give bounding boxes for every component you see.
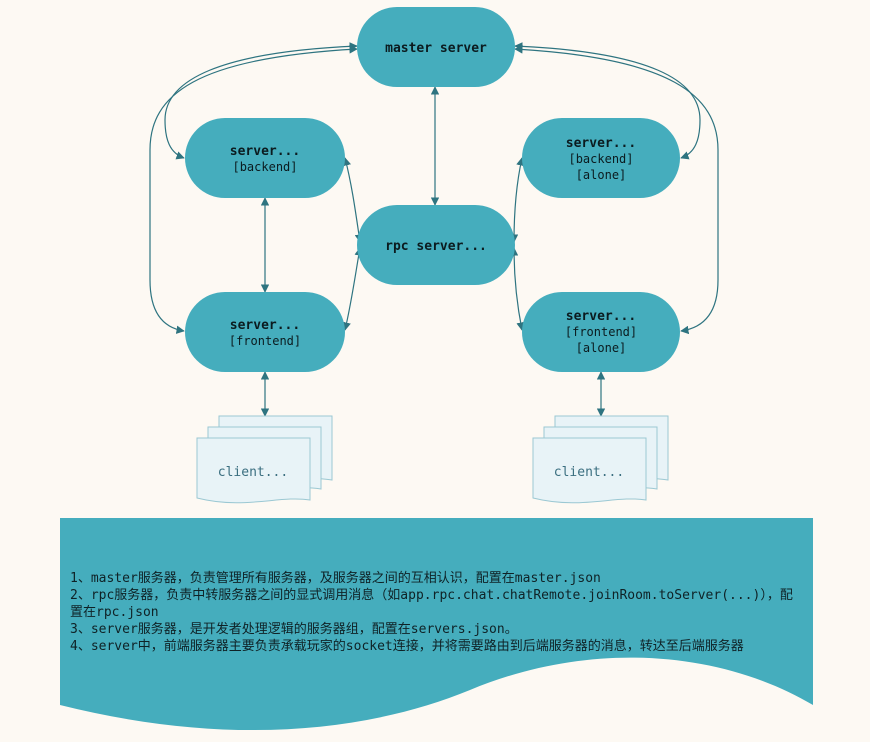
client-left-label: client... xyxy=(218,465,288,480)
frontend-right-mode: [alone] xyxy=(576,341,627,355)
node-frontend-server-left: server... [frontend] xyxy=(185,292,345,372)
backend-left-title: server... xyxy=(230,144,300,159)
node-master-server: master server xyxy=(357,7,515,87)
rpc-server-label: rpc server... xyxy=(385,239,487,254)
backend-right-role: [backend] xyxy=(568,152,633,166)
edge-master-frontend-left xyxy=(149,45,358,334)
note-server: 3、server服务器，是开发者处理逻辑的服务器组，配置在servers.jso… xyxy=(70,622,518,637)
frontend-right-role: [frontend] xyxy=(565,325,637,339)
backend-right-title: server... xyxy=(566,136,636,151)
note-master: 1、master服务器，负责管理所有服务器，及服务器之间的互相认识，配置在mas… xyxy=(70,571,601,586)
node-frontend-server-right: server... [frontend] [alone] xyxy=(522,292,680,372)
node-backend-server-right: server... [backend] [alone] xyxy=(522,118,680,198)
edge-rpc-backend-right xyxy=(509,157,525,243)
note-frontend: 4、server中，前端服务器主要负责承载玩家的socket连接，并将需要路由到… xyxy=(70,639,744,654)
backend-left-role: [backend] xyxy=(232,160,297,174)
client-right-label: client... xyxy=(554,465,624,480)
edge-rpc-frontend-right xyxy=(509,247,525,331)
node-rpc-server: rpc server... xyxy=(357,205,515,285)
node-backend-server-left: server... [backend] xyxy=(185,118,345,198)
notes-banner xyxy=(60,518,813,731)
client-stack-right: client... xyxy=(532,415,669,504)
frontend-right-title: server... xyxy=(566,309,636,324)
note-rpc: 2、rpc服务器，负责中转服务器之间的显式调用消息（如app.rpc.chat.… xyxy=(70,588,793,620)
client-stack-left: client... xyxy=(196,415,333,504)
frontend-left-title: server... xyxy=(230,318,300,333)
edge-rpc-frontend-left xyxy=(342,247,363,331)
frontend-left-role: [frontend] xyxy=(229,334,301,348)
backend-right-mode: [alone] xyxy=(576,168,627,182)
edge-master-frontend-right xyxy=(514,45,719,335)
notes-text: 1、master服务器，负责管理所有服务器，及服务器之间的互相认识，配置在mas… xyxy=(70,570,805,655)
edge-rpc-backend-left xyxy=(342,157,364,243)
master-server-label: master server xyxy=(385,41,487,56)
